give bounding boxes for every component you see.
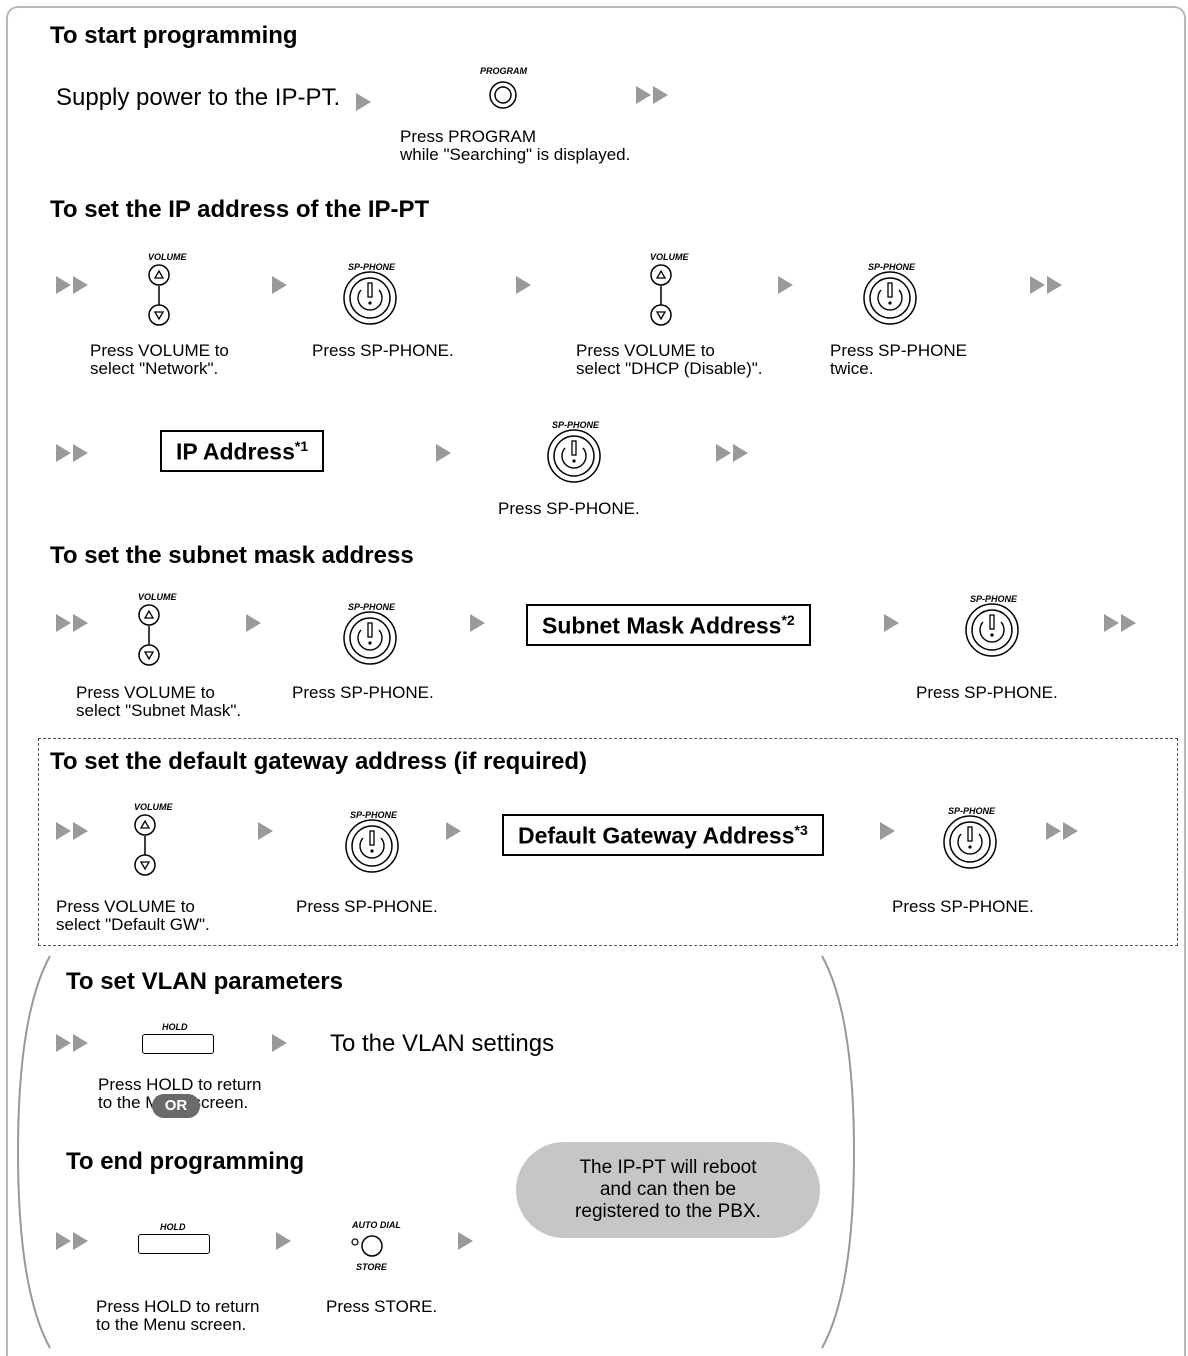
- arrow-icon: [272, 1034, 287, 1052]
- sp-phone-label: SP-PHONE: [868, 262, 916, 272]
- sp-phone-label: SP-PHONE: [970, 594, 1018, 604]
- or-badge: OR: [152, 1094, 200, 1118]
- arrow-icon: [516, 276, 531, 294]
- store-button-icon[interactable]: [350, 1232, 390, 1258]
- hold-label: HOLD: [162, 1022, 188, 1032]
- program-caption: Press PROGRAM while "Searching" is displ…: [400, 127, 631, 164]
- heading-start-programming: To start programming: [50, 22, 298, 49]
- arrow-icon: [272, 276, 287, 294]
- arrow-icon: [356, 93, 371, 111]
- volume-button-icon[interactable]: [136, 602, 162, 668]
- double-arrow-icon: [1030, 276, 1064, 294]
- hold-button[interactable]: [142, 1034, 214, 1054]
- sp-phone-button-icon[interactable]: [546, 428, 602, 484]
- volume-label: VOLUME: [148, 252, 187, 262]
- double-arrow-icon: [636, 86, 670, 104]
- ip-address-box[interactable]: IP Address*1: [160, 430, 325, 472]
- caption-sp-phone: Press SP-PHONE.: [296, 897, 438, 916]
- heading-subnet-mask: To set the subnet mask address: [50, 542, 414, 569]
- heading-vlan: To set VLAN parameters: [66, 968, 343, 995]
- ip-address-text: IP Address: [176, 438, 295, 465]
- left-parenthesis: [16, 955, 51, 1349]
- sp-phone-button-icon[interactable]: [964, 602, 1020, 658]
- to-vlan-settings-text: To the VLAN settings: [330, 1030, 555, 1057]
- subnet-mask-footnote: *2: [781, 612, 795, 628]
- default-gateway-box[interactable]: Default Gateway Address*3: [502, 814, 824, 856]
- caption-store: Press STORE.: [326, 1297, 438, 1316]
- sp-phone-button-icon[interactable]: [342, 610, 398, 666]
- volume-button-icon[interactable]: [132, 812, 158, 878]
- program-label: PROGRAM: [480, 66, 527, 76]
- volume-label: VOLUME: [138, 592, 177, 602]
- sp-phone-button-icon[interactable]: [942, 814, 998, 870]
- program-button-icon[interactable]: [488, 80, 518, 110]
- gateway-dashed-frame: [38, 738, 1178, 946]
- caption-volume-dhcp: Press VOLUME to select "DHCP (Disable)".: [576, 341, 763, 378]
- arrow-icon: [778, 276, 793, 294]
- caption-sp-phone: Press SP-PHONE.: [892, 897, 1034, 916]
- caption-sp-phone: Press SP-PHONE.: [916, 683, 1058, 702]
- hold-label: HOLD: [160, 1222, 186, 1232]
- double-arrow-icon: [56, 822, 90, 840]
- caption-volume-subnet: Press VOLUME to select "Subnet Mask".: [76, 683, 242, 720]
- sp-phone-label: SP-PHONE: [948, 806, 996, 816]
- caption-sp-phone: Press SP-PHONE.: [312, 341, 454, 360]
- subnet-mask-box[interactable]: Subnet Mask Address*2: [526, 604, 811, 646]
- double-arrow-icon: [56, 1034, 90, 1052]
- right-parenthesis: [821, 955, 856, 1349]
- arrow-icon: [884, 614, 899, 632]
- caption-sp-phone: Press SP-PHONE.: [292, 683, 434, 702]
- outer-frame: [6, 6, 1186, 1356]
- double-arrow-icon: [56, 276, 90, 294]
- volume-button-icon[interactable]: [648, 262, 674, 328]
- subnet-mask-text: Subnet Mask Address: [542, 612, 782, 639]
- heading-default-gateway: To set the default gateway address (if r…: [50, 748, 587, 775]
- arrow-icon: [458, 1232, 473, 1250]
- hold-button[interactable]: [138, 1234, 210, 1254]
- volume-label: VOLUME: [650, 252, 689, 262]
- caption-sp-phone: Press SP-PHONE.: [498, 499, 640, 518]
- sp-phone-button-icon[interactable]: [862, 270, 918, 326]
- sp-phone-button-icon[interactable]: [342, 270, 398, 326]
- arrow-icon: [880, 822, 895, 840]
- sp-phone-label: SP-PHONE: [348, 262, 396, 272]
- caption-sp-phone-twice: Press SP-PHONE twice.: [830, 341, 967, 378]
- sp-phone-label: SP-PHONE: [350, 810, 398, 820]
- sp-phone-button-icon[interactable]: [344, 818, 400, 874]
- arrow-icon: [258, 822, 273, 840]
- reboot-message-bubble: The IP-PT will reboot and can then be re…: [516, 1142, 820, 1238]
- default-gateway-text: Default Gateway Address: [518, 822, 795, 849]
- ip-address-footnote: *1: [294, 438, 309, 454]
- sp-phone-label: SP-PHONE: [552, 420, 600, 430]
- heading-end-programming: To end programming: [66, 1148, 305, 1175]
- double-arrow-icon: [716, 444, 750, 462]
- arrow-icon: [470, 614, 485, 632]
- double-arrow-icon: [56, 1232, 90, 1250]
- caption-hold-end: Press HOLD to return to the Menu screen.: [96, 1297, 260, 1334]
- sp-phone-label: SP-PHONE: [348, 602, 396, 612]
- caption-volume-gateway: Press VOLUME to select "Default GW".: [56, 897, 210, 934]
- double-arrow-icon: [1104, 614, 1138, 632]
- arrow-icon: [276, 1232, 291, 1250]
- arrow-icon: [446, 822, 461, 840]
- default-gateway-footnote: *3: [794, 822, 808, 838]
- heading-ip-address: To set the IP address of the IP-PT: [50, 196, 430, 223]
- store-label: STORE: [356, 1262, 387, 1272]
- auto-dial-label: AUTO DIAL: [352, 1220, 401, 1230]
- double-arrow-icon: [1046, 822, 1080, 840]
- arrow-icon: [246, 614, 261, 632]
- supply-power-text: Supply power to the IP-PT.: [56, 84, 341, 111]
- caption-volume-network: Press VOLUME to select "Network".: [90, 341, 229, 378]
- double-arrow-icon: [56, 444, 90, 462]
- volume-label: VOLUME: [134, 802, 173, 812]
- volume-button-icon[interactable]: [146, 262, 172, 328]
- double-arrow-icon: [56, 614, 90, 632]
- arrow-icon: [436, 444, 451, 462]
